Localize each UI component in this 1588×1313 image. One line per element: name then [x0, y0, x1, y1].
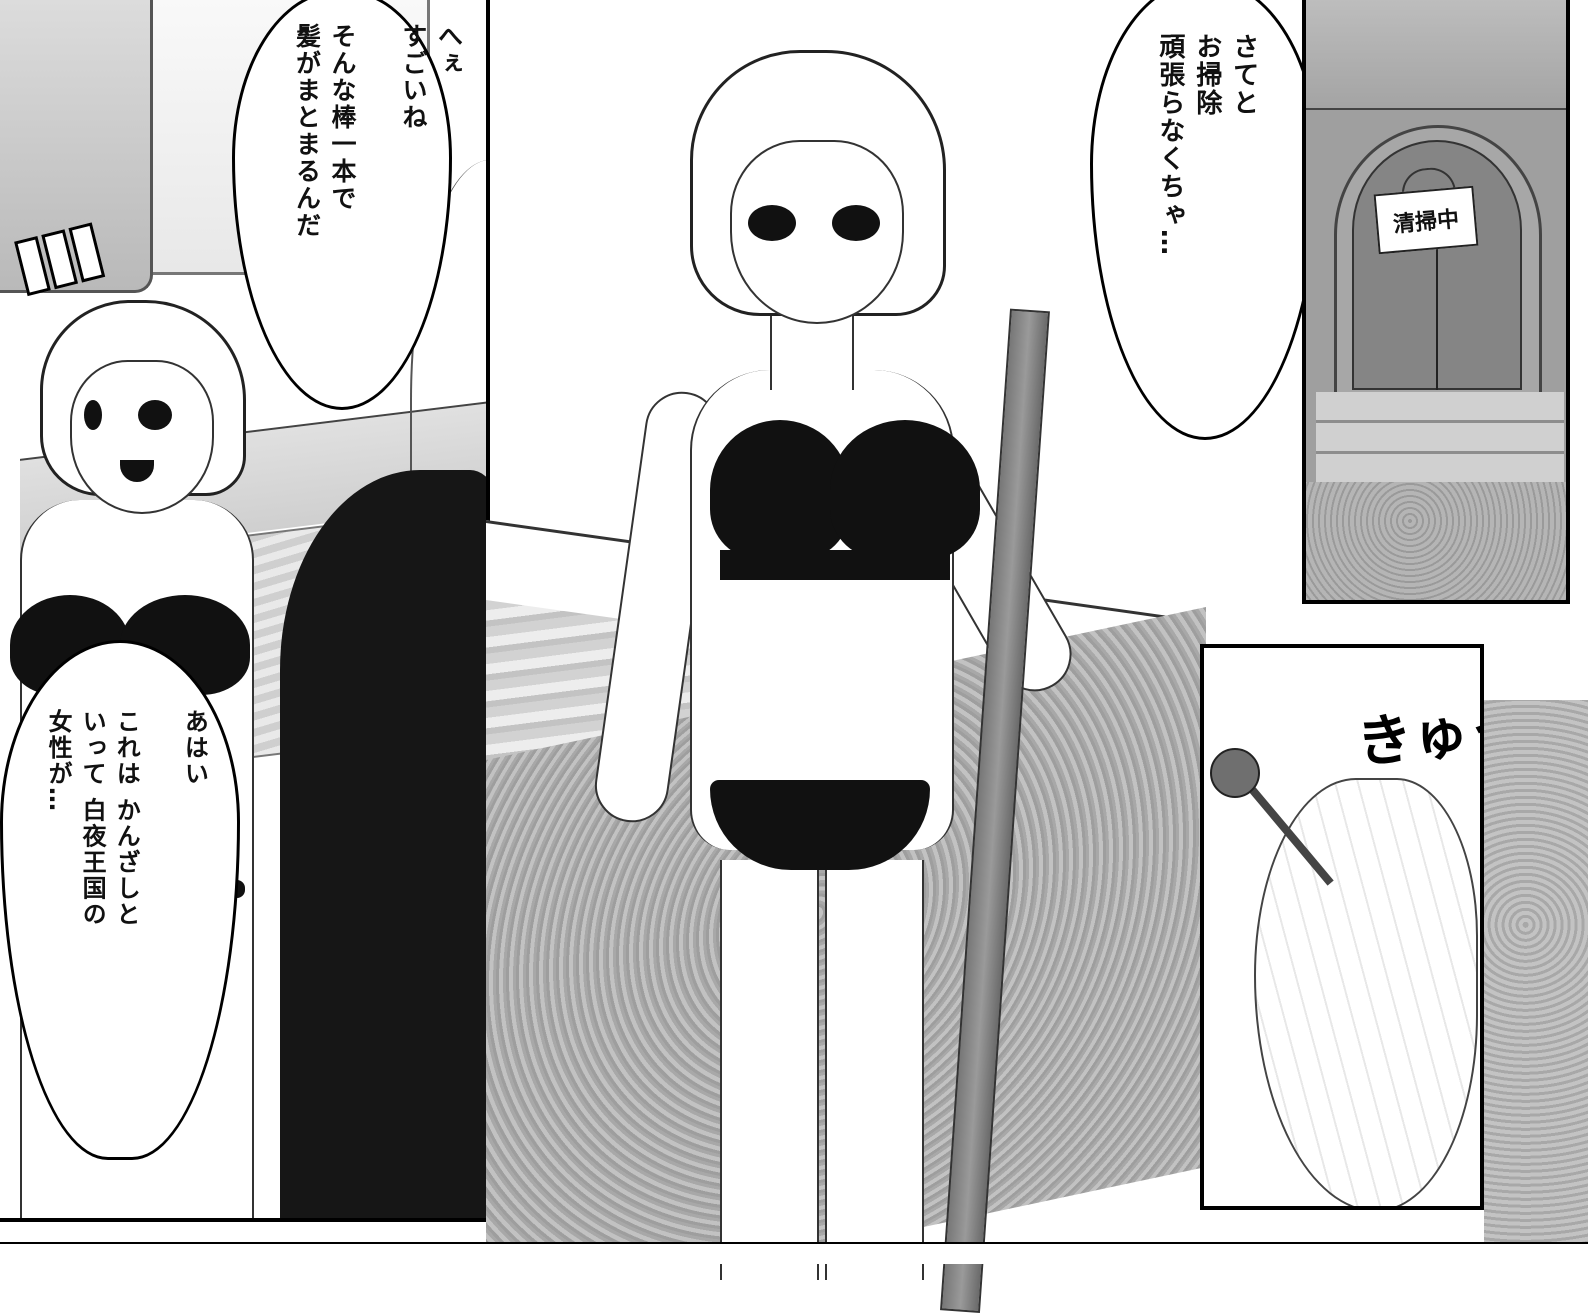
- girl-main-bikini-bottom: [710, 780, 930, 870]
- girl-main-leg: [720, 860, 819, 1280]
- hairpin-ornament: [1210, 748, 1260, 798]
- panel-bath-door: 清掃中: [1302, 0, 1570, 604]
- speech-text: あはい これは かんざしと いって 白夜王国の 女性が…: [44, 709, 209, 928]
- speech-bubble-bottom-left: あはい これは かんざしと いって 白夜王国の 女性が…: [0, 640, 240, 1160]
- girl-left-face: [70, 360, 214, 514]
- ground: [1306, 482, 1566, 600]
- page-bottom-edge: [0, 1242, 1588, 1264]
- girl-left-eye: [138, 400, 172, 430]
- ceiling: [1306, 0, 1566, 110]
- girl-main-leg: [825, 860, 924, 1280]
- speech-text: さてと お掃除 頑張らなくちゃ…: [1154, 33, 1259, 257]
- girl-main-bikini-top: [710, 420, 980, 590]
- girl-main-eye: [832, 205, 880, 241]
- hair-bun: [1254, 778, 1478, 1206]
- girl-left-mouth: [120, 460, 154, 482]
- panel-hairpin-closeup: [1200, 644, 1484, 1210]
- panel-left: へぇ すごいね そんな棒一本で 髪がまとまるんだ あはい これは かんざしと い…: [0, 0, 490, 1222]
- girl-left-eye: [84, 400, 102, 430]
- entrance-steps: [1316, 392, 1564, 482]
- door-split-line: [1436, 240, 1438, 390]
- bikini-cup: [830, 420, 980, 560]
- speech-text: へぇ すごいね そんな棒一本で 髪がまとまるんだ: [292, 23, 464, 239]
- man-silhouette: [280, 470, 486, 1218]
- bikini-cup: [710, 420, 850, 560]
- stone-floor-right: [1484, 700, 1588, 1262]
- bikini-band: [720, 550, 950, 580]
- girl-main-eye: [748, 205, 796, 241]
- speech-bubble-top-left: へぇ すごいね そんな棒一本で 髪がまとまるんだ: [232, 0, 464, 410]
- cleaning-sign: 清掃中: [1373, 185, 1479, 255]
- girl-main-figure: [580, 40, 1086, 1280]
